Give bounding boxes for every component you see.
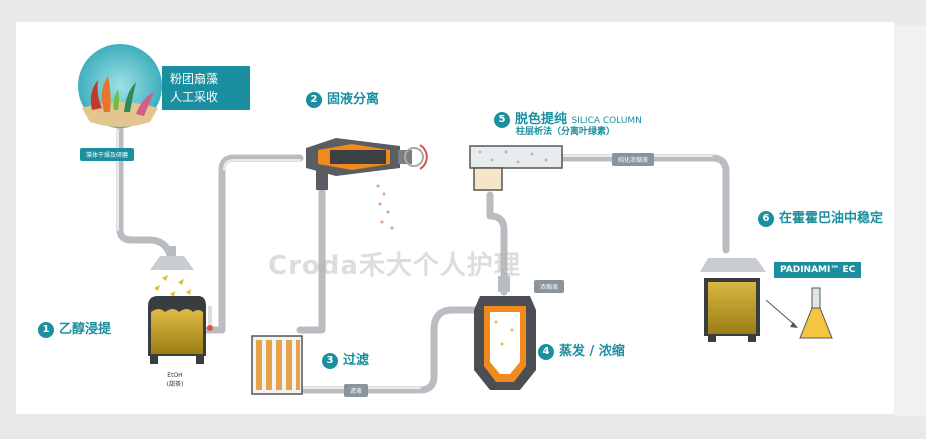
vessel-label-line2: (甜茶) [166, 381, 184, 388]
pipe-separator-to-filter [296, 186, 326, 334]
extraction-tank [148, 296, 213, 364]
feed-hopper [150, 246, 194, 297]
pill-drying: 藻体干燥及研磨 [80, 148, 135, 161]
pipe-harvest-to-extraction [116, 126, 174, 259]
pipes [116, 126, 730, 394]
step-4-label: 蒸发 / 浓缩 [559, 344, 625, 359]
pipe-column-to-stabilize [558, 154, 730, 254]
stabilize-tank [700, 258, 798, 342]
step-5-number: 5 [494, 111, 510, 128]
seaweed-illustration [78, 44, 162, 128]
vessel-label-line1: EtOH [167, 372, 183, 379]
step-3: 3 过滤 [322, 349, 369, 369]
step-6-label: 在霍霍巴油中稳定 [779, 211, 884, 226]
step-1-number: 1 [38, 321, 54, 338]
pipe-extraction-to-separator [202, 154, 304, 334]
step-6: 6 在霍霍巴油中稳定 [758, 207, 883, 227]
step-5-label-suffix: SILICA COLUMN [571, 116, 642, 126]
pill-concentrate: 浓缩液 [534, 280, 565, 293]
step-3-number: 3 [322, 352, 338, 369]
step-2-number: 2 [306, 91, 322, 108]
step-2-label: 固液分离 [327, 92, 380, 107]
step-2: 2 固液分离 [306, 88, 379, 108]
harvest-line2: 人工采收 [170, 90, 219, 104]
centrifuge [306, 138, 428, 230]
product-label: PADINAMI™ EC [774, 262, 862, 278]
step-4: 4 蒸发 / 浓缩 [538, 340, 625, 360]
harvest-line1: 粉团扇藻 [170, 72, 219, 86]
step-1: 1 乙醇浸提 [38, 318, 111, 338]
pill-filtrate: 滤液 [344, 384, 369, 397]
step-5-label: 脱色提纯 [515, 112, 568, 127]
step-5-sublabel: 柱层析法（分离叶绿素） [516, 127, 616, 137]
pill-pure-concentrate: 纯化浓缩液 [612, 153, 655, 166]
step-1-label: 乙醇浸提 [59, 322, 112, 337]
vessel-label: EtOH (甜茶) [160, 372, 190, 388]
filter-press [251, 335, 303, 395]
pipe-evaporator-to-column [486, 191, 508, 296]
step-6-number: 6 [758, 210, 774, 227]
watermark: Croda禾大个人护理 [268, 251, 521, 281]
step-4-number: 4 [538, 343, 554, 360]
background-strip [894, 26, 926, 416]
harvest-label: 粉团扇藻 人工采收 [162, 66, 250, 110]
step-3-label: 过滤 [343, 353, 370, 368]
step-5: 5 脱色提纯 SILICA COLUMN [494, 108, 642, 128]
evaporator [474, 276, 536, 390]
flask-illustration [799, 287, 833, 339]
pipe-filter-to-evaporator [296, 306, 484, 394]
silica-column [469, 145, 563, 191]
